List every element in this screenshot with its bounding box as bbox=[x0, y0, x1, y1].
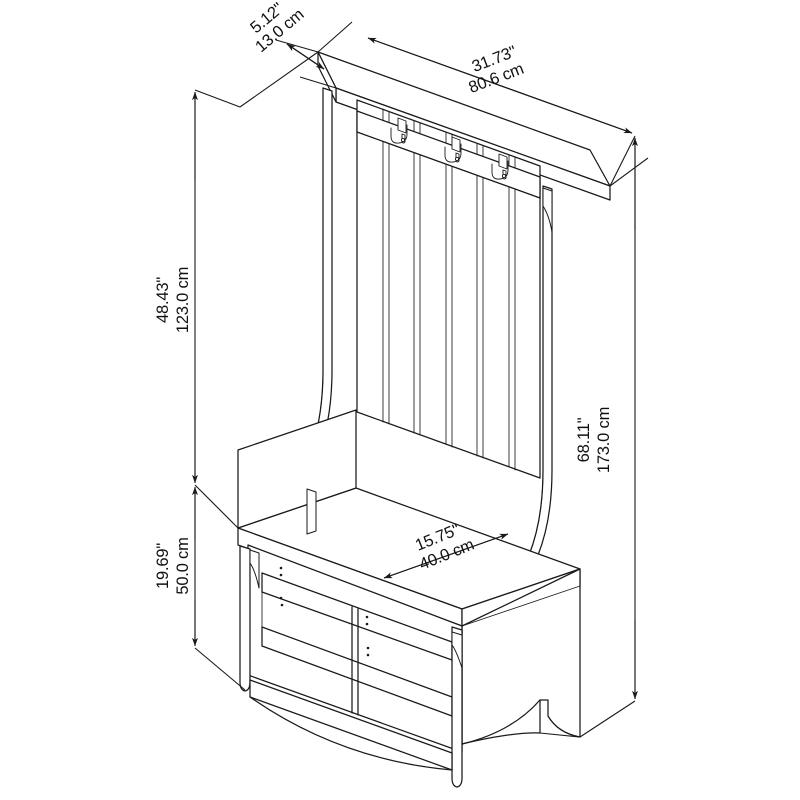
bench-bracket-left bbox=[249, 549, 260, 589]
bench-leg-back-left bbox=[306, 488, 317, 535]
dim-back-panel-height-imperial: 48.43" bbox=[154, 277, 172, 323]
bench-bottom-apron bbox=[249, 679, 453, 771]
bench-leg-front-right bbox=[451, 626, 463, 788]
dim-back-panel-height: 48.43" 123.0 cm bbox=[154, 51, 319, 529]
bench-leg-front-left bbox=[239, 545, 251, 692]
dim-back-panel-height-metric: 123.0 cm bbox=[174, 267, 192, 333]
coat-hook-3 bbox=[491, 153, 509, 180]
back-panel bbox=[356, 99, 541, 479]
dim-overall-height: 68.11" 173.0 cm bbox=[539, 135, 638, 738]
coat-hook-2 bbox=[444, 136, 462, 163]
dim-bench-height-metric: 50.0 cm bbox=[174, 537, 192, 594]
bench-right-side-panel bbox=[461, 568, 581, 745]
furniture-illustration bbox=[237, 51, 611, 788]
bench-right-apron-curve bbox=[461, 699, 541, 745]
dim-overall-height-imperial: 68.11" bbox=[575, 417, 593, 462]
coat-hook-1 bbox=[390, 117, 408, 144]
dim-bench-height: 19.69" 50.0 cm bbox=[154, 486, 246, 691]
shelf-bracket-right bbox=[542, 187, 553, 233]
dim-overall-height-metric: 173.0 cm bbox=[595, 407, 613, 473]
dim-bench-height-imperial: 19.69" bbox=[154, 543, 172, 589]
